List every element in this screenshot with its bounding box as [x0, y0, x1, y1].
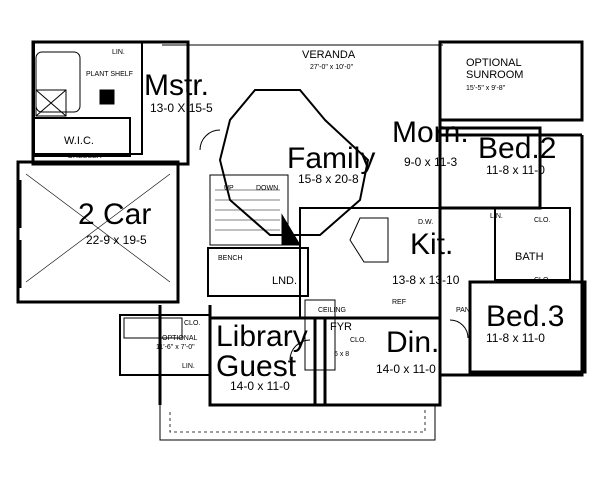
porch [159, 405, 436, 441]
coat-clo: CLO. [350, 337, 366, 344]
stair-black [281, 213, 301, 246]
veranda-dims: 27'-0" x 10'-0" [310, 64, 354, 71]
lin-mstr: LIN. [112, 49, 125, 56]
optional-ws-label: OPTIONAL [162, 335, 198, 342]
sunroom-wall [438, 40, 584, 122]
mstr-dims: 13-0 X 15-5 [150, 101, 213, 115]
family-dims: 15-8 x 20-8 [298, 172, 359, 186]
dw-label: D.W. [418, 219, 433, 226]
stairs [209, 174, 289, 246]
lin-bed2: LIN. [490, 213, 503, 220]
ceiling-label: CEILING [318, 307, 346, 314]
foyer-wall [304, 299, 336, 371]
bed3-label: Bed.3 [486, 300, 564, 333]
kit-label: Kit. [410, 228, 453, 261]
clo-guest: CLO. [184, 320, 200, 327]
car-label: 2 Car [78, 198, 151, 231]
wall-layer [16, 40, 587, 441]
plant-shelf: PLANT SHELF [86, 71, 133, 78]
ref-label: REF [392, 299, 406, 306]
bench-label: BENCH [218, 255, 243, 262]
down-label: DOWN [256, 185, 278, 192]
guest-label: Guest [216, 350, 297, 383]
pan-label: PAN [456, 307, 470, 314]
bath-wall [494, 207, 571, 281]
up-label: UP [224, 185, 234, 192]
din-label: Din. [386, 326, 439, 359]
dining-wall [313, 316, 442, 407]
optional-room-wall [119, 314, 211, 376]
veranda-label: VERANDA [302, 49, 356, 61]
morn-label: Morn. [392, 116, 469, 149]
right-house-outline [440, 133, 584, 377]
garage-line-2 [25, 173, 171, 283]
tub [35, 51, 81, 113]
library-dims: 14-0 x 11-0 [230, 379, 290, 393]
bath-label: BATH [515, 251, 544, 263]
door-arc-2 [449, 319, 469, 339]
door-arc-3 [289, 339, 311, 361]
mstr-label: Mstr. [144, 69, 209, 102]
lnd-label: LND. [272, 275, 297, 287]
label-layer: VERANDA 27'-0" x 10'-0" OPTIONAL SUNROOM… [64, 49, 564, 393]
bed3-wall [468, 280, 587, 374]
shower-x [35, 89, 67, 117]
fyr-dims: 6 x 8 [334, 351, 349, 358]
sunroom-label: OPTIONAL [466, 57, 522, 69]
stair-treads [215, 189, 280, 231]
lin-guest: LIN. [182, 363, 195, 370]
porch-dash [169, 410, 426, 433]
left-box [123, 317, 183, 339]
toilet-box [99, 89, 115, 105]
kit-dims: 13-8 x 13-10 [392, 273, 460, 287]
bed2-dims: 11-8 x 11-0 [486, 163, 545, 177]
door-arc-1 [199, 129, 221, 151]
dresser-label: DRESSER [68, 153, 102, 160]
clo-bed2: CLO. [534, 217, 550, 224]
library-label: Library [216, 320, 308, 353]
wic-wall [33, 117, 131, 157]
fyr-label: FYR [330, 321, 352, 333]
wic-label: W.I.C. [64, 135, 94, 147]
garage-wall [16, 160, 180, 304]
bed2-label: Bed.2 [478, 132, 556, 165]
sunroom-dims: 15'-5" x 9'-8" [466, 85, 506, 92]
mstr-bath-wall [33, 41, 143, 155]
clo-bed3: CLO. [534, 277, 550, 284]
kitchen-island [349, 217, 389, 263]
optional-ws-dims: 11'-6" x 7'-0" [156, 344, 195, 351]
morn-dims: 9-0 x 11-3 [404, 155, 457, 169]
family-label: Family [287, 142, 375, 175]
bed2-wall [438, 126, 542, 210]
sunroom-label-2: SUNROOM [466, 69, 523, 81]
bed3-dims: 11-8 x 11-0 [486, 331, 545, 345]
car-dims: 22-9 x 19-5 [86, 233, 147, 247]
din-dims: 14-0 x 11-0 [376, 362, 436, 376]
shower [35, 89, 67, 117]
laundry-wall [207, 247, 309, 297]
